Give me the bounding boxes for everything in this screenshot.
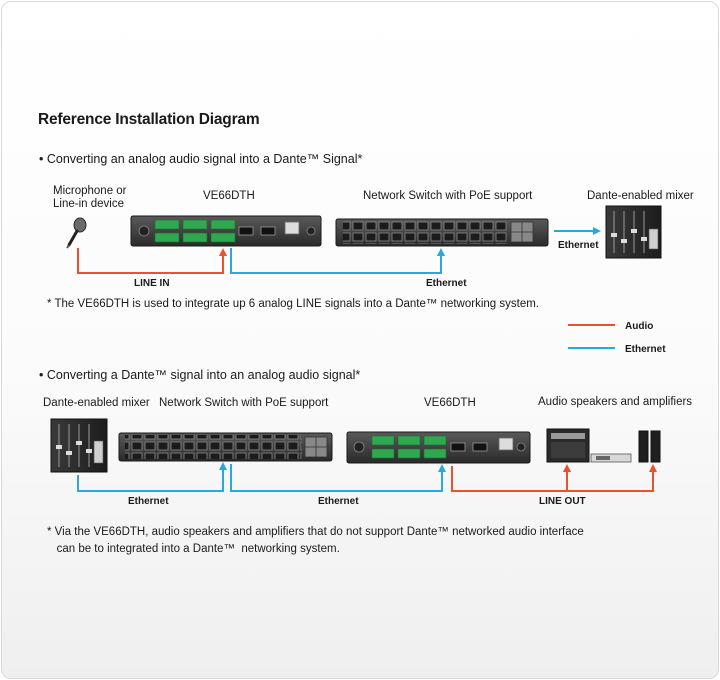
- ethernet-label-1: Ethernet: [426, 278, 467, 289]
- ve66dth-device-2: [346, 431, 531, 464]
- dante-mixer-1: [605, 205, 662, 259]
- mixer-label-2: Dante-enabled mixer: [43, 397, 150, 409]
- microphone-icon: [66, 217, 87, 249]
- ve66dth-label-1: VE66DTH: [203, 190, 255, 202]
- microphone-label-line2: Line-in device: [53, 198, 124, 210]
- ve66dth-label-2: VE66DTH: [424, 397, 476, 409]
- mixer-label-1: Dante-enabled mixer: [587, 190, 694, 202]
- line-out-label: LINE OUT: [539, 496, 586, 507]
- receiver-icon: [590, 453, 632, 463]
- line-out-audio-line-2: [567, 464, 657, 492]
- amplifier-icon: [546, 428, 590, 463]
- ethernet-arrow-label: Ethernet: [558, 240, 599, 251]
- ve66dth-device-1: [130, 215, 322, 247]
- section-2-note-line1: * Via the VE66DTH, audio speakers and am…: [47, 526, 584, 538]
- ethernet-line-3: [230, 464, 446, 492]
- ethernet-label-3: Ethernet: [318, 496, 359, 507]
- section-1-note: * The VE66DTH is used to integrate up 6 …: [47, 298, 539, 310]
- network-switch-2: [118, 432, 333, 462]
- line-out-audio-line-1: [451, 464, 571, 492]
- speakers-label: Audio speakers and amplifiers: [538, 396, 693, 408]
- network-switch-1: [335, 218, 549, 247]
- line-in-label: LINE IN: [134, 278, 170, 289]
- ethernet-label-2: Ethernet: [128, 496, 169, 507]
- ethernet-line-1: [230, 248, 445, 274]
- legend-ethernet-label: Ethernet: [625, 344, 666, 355]
- legend-audio-label: Audio: [625, 321, 654, 332]
- switch-label-1: Network Switch with PoE support: [363, 190, 533, 202]
- speaker-icon: [638, 430, 661, 463]
- dante-mixer-2: [50, 418, 108, 473]
- microphone-label-line1: Microphone or: [53, 185, 127, 197]
- section-2-heading: • Converting a Dante™ signal into an ana…: [39, 368, 361, 382]
- section-1-heading: • Converting an analog audio signal into…: [39, 152, 363, 166]
- section-2-note-line2: can be to integrated into a Dante™ netwo…: [47, 543, 340, 555]
- ethernet-line-2: [77, 462, 227, 492]
- diagram-title: Reference Installation Diagram: [38, 111, 260, 128]
- line-in-audio-line: [77, 248, 227, 274]
- switch-label-2: Network Switch with PoE support: [159, 397, 329, 409]
